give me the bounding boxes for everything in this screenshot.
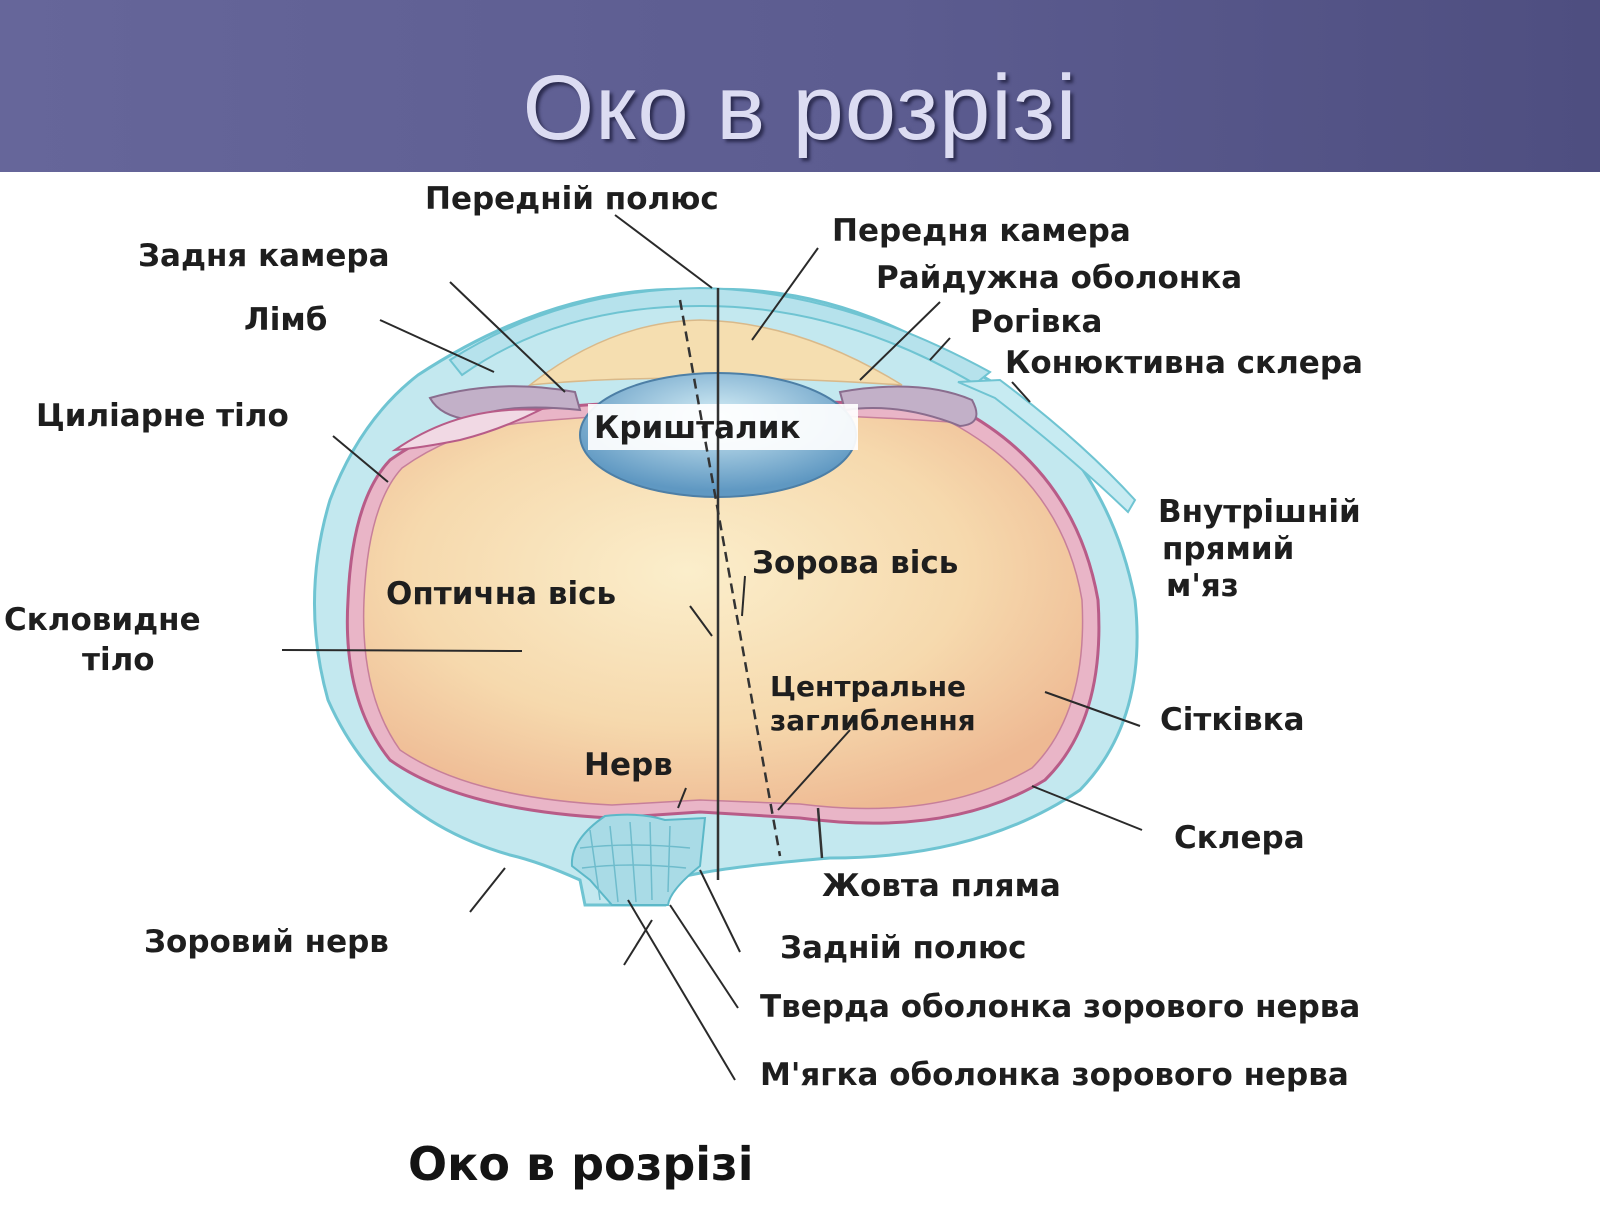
label-ciliary-body: Циліарне тіло — [36, 398, 289, 434]
macula-mark — [816, 807, 824, 859]
label-anterior-pole: Передній полюс — [425, 181, 719, 217]
label-vitreous-1: Скловидне — [4, 602, 201, 638]
cornea-shape — [448, 286, 992, 386]
label-sclera: Склера — [1174, 820, 1305, 856]
label-cornea: Рогівка — [970, 304, 1102, 340]
label-medial-rectus-1: Внутрішній — [1158, 494, 1361, 530]
label-medial-rectus-2: прямий — [1162, 531, 1294, 567]
label-limbus: Лімб — [244, 302, 327, 338]
label-posterior-pole: Задній полюс — [780, 930, 1026, 966]
label-fovea-2: заглиблення — [770, 704, 976, 737]
visual-axis-line — [678, 299, 782, 857]
label-medial-rectus-3: м'яз — [1166, 568, 1239, 604]
label-optic-axis: Оптична вісь — [386, 576, 616, 612]
slide-title: Око в розрізі — [522, 57, 1078, 159]
label-vitreous-2: тіло — [82, 642, 155, 678]
label-lens: Кришталик — [594, 410, 801, 446]
iris-right-shape — [838, 385, 978, 428]
label-macula: Жовта пляма — [822, 868, 1061, 904]
pointer-lines — [281, 214, 1143, 1081]
iris-left-shape — [428, 385, 582, 422]
anterior-chamber-shape — [527, 319, 903, 387]
label-optic-nerve: Зоровий нерв — [144, 924, 389, 960]
optic-nerve-fibers — [579, 821, 691, 903]
label-fovea-1: Центральне — [770, 670, 966, 703]
label-conjunctival-sclera: Конюктивна склера — [1005, 345, 1363, 381]
label-anterior-chamber: Передня камера — [832, 213, 1131, 249]
label-nerve: Нерв — [584, 747, 673, 783]
conjunctiva-shape — [957, 378, 1137, 514]
eye-diagram: Передній полюс Передня камера Задня каме… — [0, 172, 1600, 1200]
ciliary-body-shape — [391, 408, 544, 452]
label-visual-axis: Зорова вісь — [752, 545, 958, 581]
label-posterior-chamber: Задня камера — [138, 238, 390, 274]
label-dura-sheath: Тверда оболонка зорового нерва — [760, 989, 1360, 1025]
lens-label-box — [588, 404, 858, 450]
slide-header — [0, 0, 1600, 172]
label-retina: Сітківка — [1160, 702, 1305, 738]
label-iris: Райдужна оболонка — [876, 260, 1242, 296]
label-pia-sheath: М'ягка оболонка зорового нерва — [760, 1057, 1349, 1093]
diagram-caption: Око в розрізі — [408, 1137, 754, 1191]
optic-nerve-shape — [570, 813, 707, 906]
